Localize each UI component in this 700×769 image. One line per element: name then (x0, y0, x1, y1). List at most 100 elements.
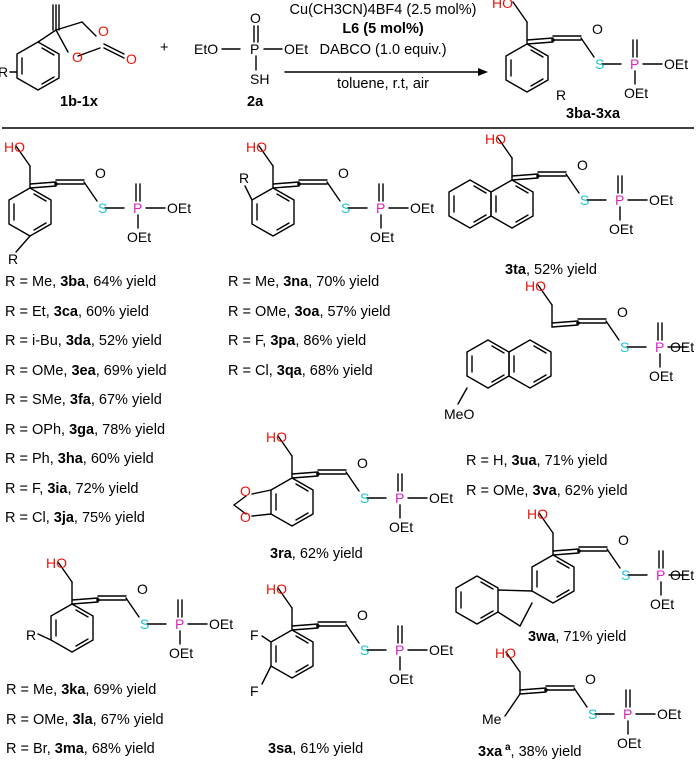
atom-r: R (239, 170, 249, 186)
atom-f: F (250, 627, 259, 643)
compound-3ta-caption: 3ta, 52% yield (505, 262, 597, 278)
atom-ho: HO (527, 506, 548, 522)
atom-ho: HO (495, 645, 516, 661)
atom-sh: SH (250, 71, 269, 87)
atom-oet: OEt (649, 368, 673, 384)
atom-r: R (8, 251, 18, 267)
atom-o: O (577, 157, 588, 173)
atom-ho: HO (4, 139, 25, 155)
condition-solvent: toluene, r.t, air (337, 76, 429, 92)
list-item: R = F, 3pa, 86% yield (228, 333, 367, 349)
atom-p: P (395, 642, 404, 658)
atom-p: P (623, 706, 632, 722)
compound-3ra-caption: 3ra, 62% yield (270, 546, 363, 562)
list-item: R = i-Bu, 3da, 52% yield (5, 333, 162, 349)
atom-r: R (556, 87, 566, 103)
atom-oet: OEt (609, 221, 633, 237)
structure-meta (37, 561, 208, 653)
structure-naphthyl-1 (448, 137, 648, 229)
atom-oet: OEt (169, 645, 193, 661)
atom-s: S (140, 616, 149, 632)
condition-catalyst: Cu(CH3CN)4BF4 (2.5 mol%) (289, 2, 477, 18)
atom-o: O (338, 165, 349, 181)
compound-3wa-caption: 3wa, 71% yield (528, 629, 627, 645)
list-item: R = Cl, 3ja, 75% yield (5, 510, 145, 526)
structure-fluorenyl (455, 512, 689, 627)
reactant-2-structure (221, 25, 283, 71)
list-item: R = Me, 3ka, 69% yield (6, 682, 157, 698)
atom-r: R (0, 64, 8, 80)
atom-s: S (621, 567, 630, 583)
condition-base: DABCO (1.0 equiv.) (319, 42, 447, 58)
atom-s: S (620, 339, 629, 355)
atom-ho: HO (46, 555, 67, 571)
atom-o: O (618, 532, 629, 548)
atom-r: R (26, 627, 36, 643)
atom-o: O (126, 51, 137, 67)
structure-ortho (244, 145, 409, 237)
atom-s: S (360, 642, 369, 658)
atom-oet: OEt (429, 490, 453, 506)
condition-ligand: L6 (5 mol%) (288, 21, 478, 37)
atom-p: P (615, 192, 624, 208)
atom-oet: OEt (127, 229, 151, 245)
atom-o: O (98, 23, 109, 39)
list-item: R = OMe, 3la, 67% yield (6, 711, 164, 728)
atom-ho: HO (266, 429, 287, 445)
atom-oet: OEt (670, 339, 694, 355)
atom-eto: EtO (194, 41, 218, 57)
ortho-substituent-list: R = Me, 3na, 70% yield R = OMe, 3oa, 57%… (228, 272, 390, 390)
list-item: R = OMe, 3va, 62% yield (466, 482, 628, 499)
atom-s: S (360, 490, 369, 506)
list-item: R = OMe, 3oa, 57% yield (228, 303, 391, 320)
structure-difluoro (261, 587, 428, 685)
atom-oet: OEt (167, 200, 191, 216)
atom-oet: OEt (617, 735, 641, 751)
atom-oet: OEt (664, 56, 688, 72)
list-item: R = Me, 3ba, 64% yield (5, 274, 157, 290)
atom-p: P (133, 200, 142, 216)
atom-f: F (250, 683, 259, 699)
atom-o: O (617, 304, 628, 320)
structure-benzodioxole (233, 435, 428, 527)
atom-p: P (376, 200, 385, 216)
structure-naphthyl-2 (457, 284, 688, 405)
product-general-structure (505, 1, 663, 93)
atom-oet: OEt (649, 192, 673, 208)
meta-substituent-list: R = Me, 3ka, 69% yield R = OMe, 3la, 67%… (6, 680, 164, 769)
list-item: R = H, 3ua, 71% yield (466, 453, 608, 469)
atom-o: O (72, 49, 83, 65)
atom-ho: HO (266, 581, 287, 597)
atom-oet: OEt (670, 567, 694, 583)
product-label: 3ba-3xa (566, 106, 621, 122)
atom-oet: OEt (624, 85, 648, 101)
atom-ho: HO (246, 139, 267, 155)
atom-ho: HO (492, 0, 513, 11)
atom-labels: O O O R EtO P O OEt SH HO O S P OEt OEt … (0, 0, 694, 751)
atom-o: O (592, 21, 603, 37)
list-item: R = F, 3ia, 72% yield (5, 480, 139, 497)
atom-p: P (630, 56, 639, 72)
atom-s: S (588, 706, 597, 722)
compound-3xa-caption: 3xa a, 38% yield (478, 742, 582, 760)
reactant-1-structure (9, 4, 125, 91)
atom-s: S (341, 200, 350, 216)
list-item: R = Cl, 3qa, 68% yield (228, 362, 373, 379)
plus-sign: + (160, 40, 169, 56)
reactant-2-label: 2a (247, 94, 264, 110)
atom-o: O (250, 10, 261, 26)
list-item: R = SMe, 3fa, 67% yield (5, 392, 162, 408)
ligand-text: L6 (5 mol%) (342, 21, 424, 37)
atom-o: O (357, 607, 368, 623)
list-item: R = Et, 3ca, 60% yield (5, 303, 149, 320)
atom-o: O (240, 483, 251, 499)
atom-oet: OEt (429, 642, 453, 658)
atom-oet: OEt (284, 41, 308, 57)
atom-oet: OEt (389, 519, 413, 535)
atom-oet: OEt (209, 616, 233, 632)
atom-s: S (595, 56, 604, 72)
atom-s: S (98, 200, 107, 216)
list-item: R = Ph, 3ha, 60% yield (5, 451, 154, 467)
